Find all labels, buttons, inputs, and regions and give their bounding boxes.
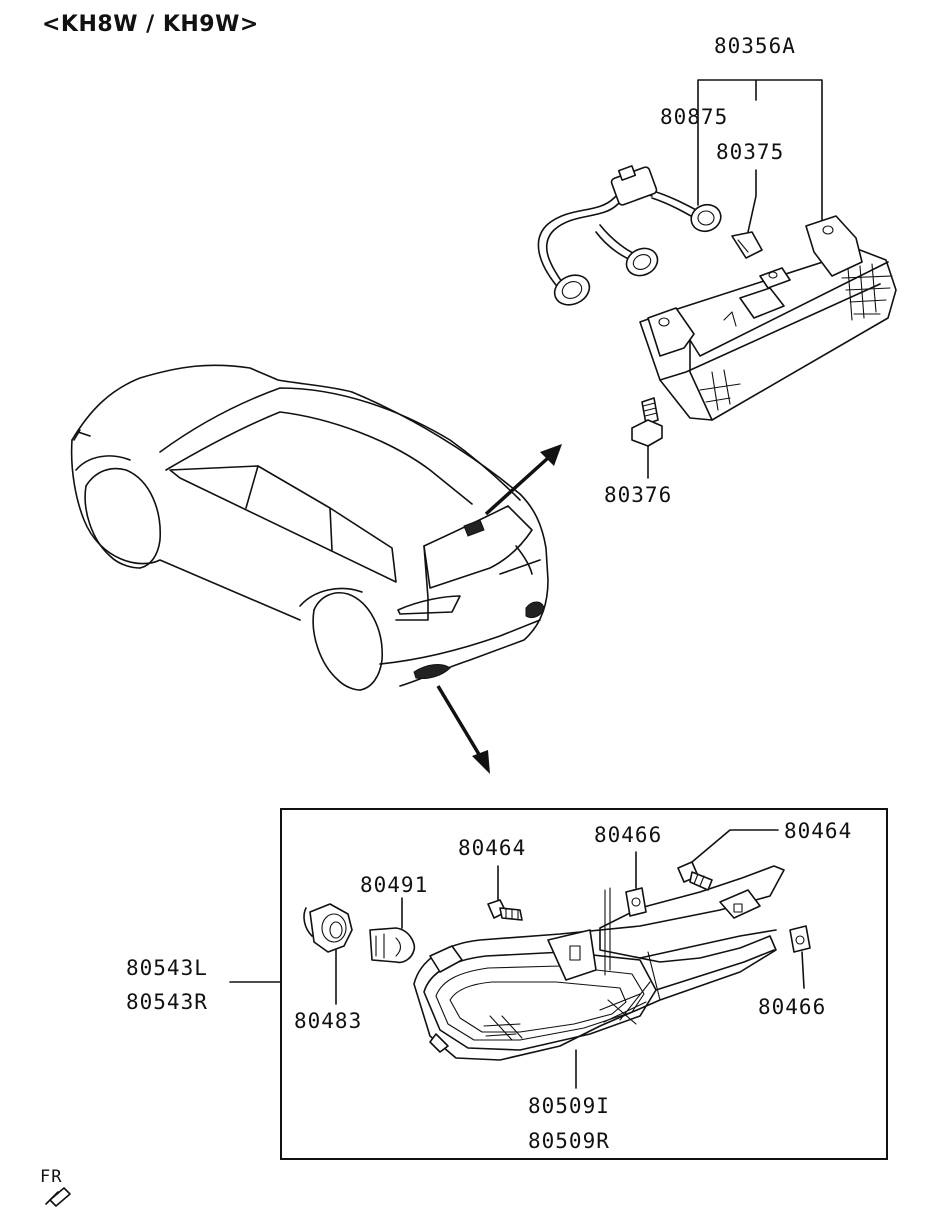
front-direction-indicator: FR — [40, 1167, 71, 1207]
screw-80376 — [631, 397, 663, 479]
vehicle-outline — [70, 364, 549, 691]
leader-80375 — [747, 169, 757, 233]
socket-80483 — [303, 903, 353, 1005]
leader-80466-right — [801, 951, 805, 989]
label-80509R: 80509R — [528, 1129, 610, 1153]
model-code-title: <KH8W / KH9W> — [42, 12, 259, 37]
label-80509I: 80509I — [528, 1094, 610, 1118]
label-80376: 80376 — [604, 483, 672, 507]
tapping-screw-left — [487, 865, 523, 921]
high-mount-lamp-group — [537, 79, 897, 479]
wedge-bulb-top — [731, 231, 763, 259]
wiring-harness — [537, 165, 722, 306]
leader-80356A — [697, 79, 823, 223]
bulb-80491 — [369, 897, 416, 964]
label-80491: 80491 — [360, 873, 428, 897]
label-80464-left: 80464 — [458, 836, 526, 860]
leader-80464-right — [691, 829, 779, 863]
bumper-lamp-group — [413, 865, 785, 1061]
front-arrow-icon — [49, 1187, 71, 1207]
stop-lamp-housing — [639, 215, 897, 421]
callout-arrows — [436, 444, 562, 774]
tapping-screw-right — [677, 829, 779, 891]
clip-nut-top — [625, 851, 647, 917]
detail-frame — [280, 808, 888, 1160]
label-fr: FR — [40, 1167, 62, 1187]
label-80464-right: 80464 — [784, 819, 852, 843]
label-80483: 80483 — [294, 1009, 362, 1033]
label-80466-right: 80466 — [758, 995, 826, 1019]
label-80543L: 80543L — [126, 956, 208, 980]
label-80375: 80375 — [716, 140, 784, 164]
label-80356A: 80356A — [714, 34, 796, 58]
clip-nut-right — [789, 925, 811, 989]
label-80543R: 80543R — [126, 990, 208, 1014]
label-80466-top: 80466 — [594, 823, 662, 847]
label-80875: 80875 — [660, 105, 728, 129]
